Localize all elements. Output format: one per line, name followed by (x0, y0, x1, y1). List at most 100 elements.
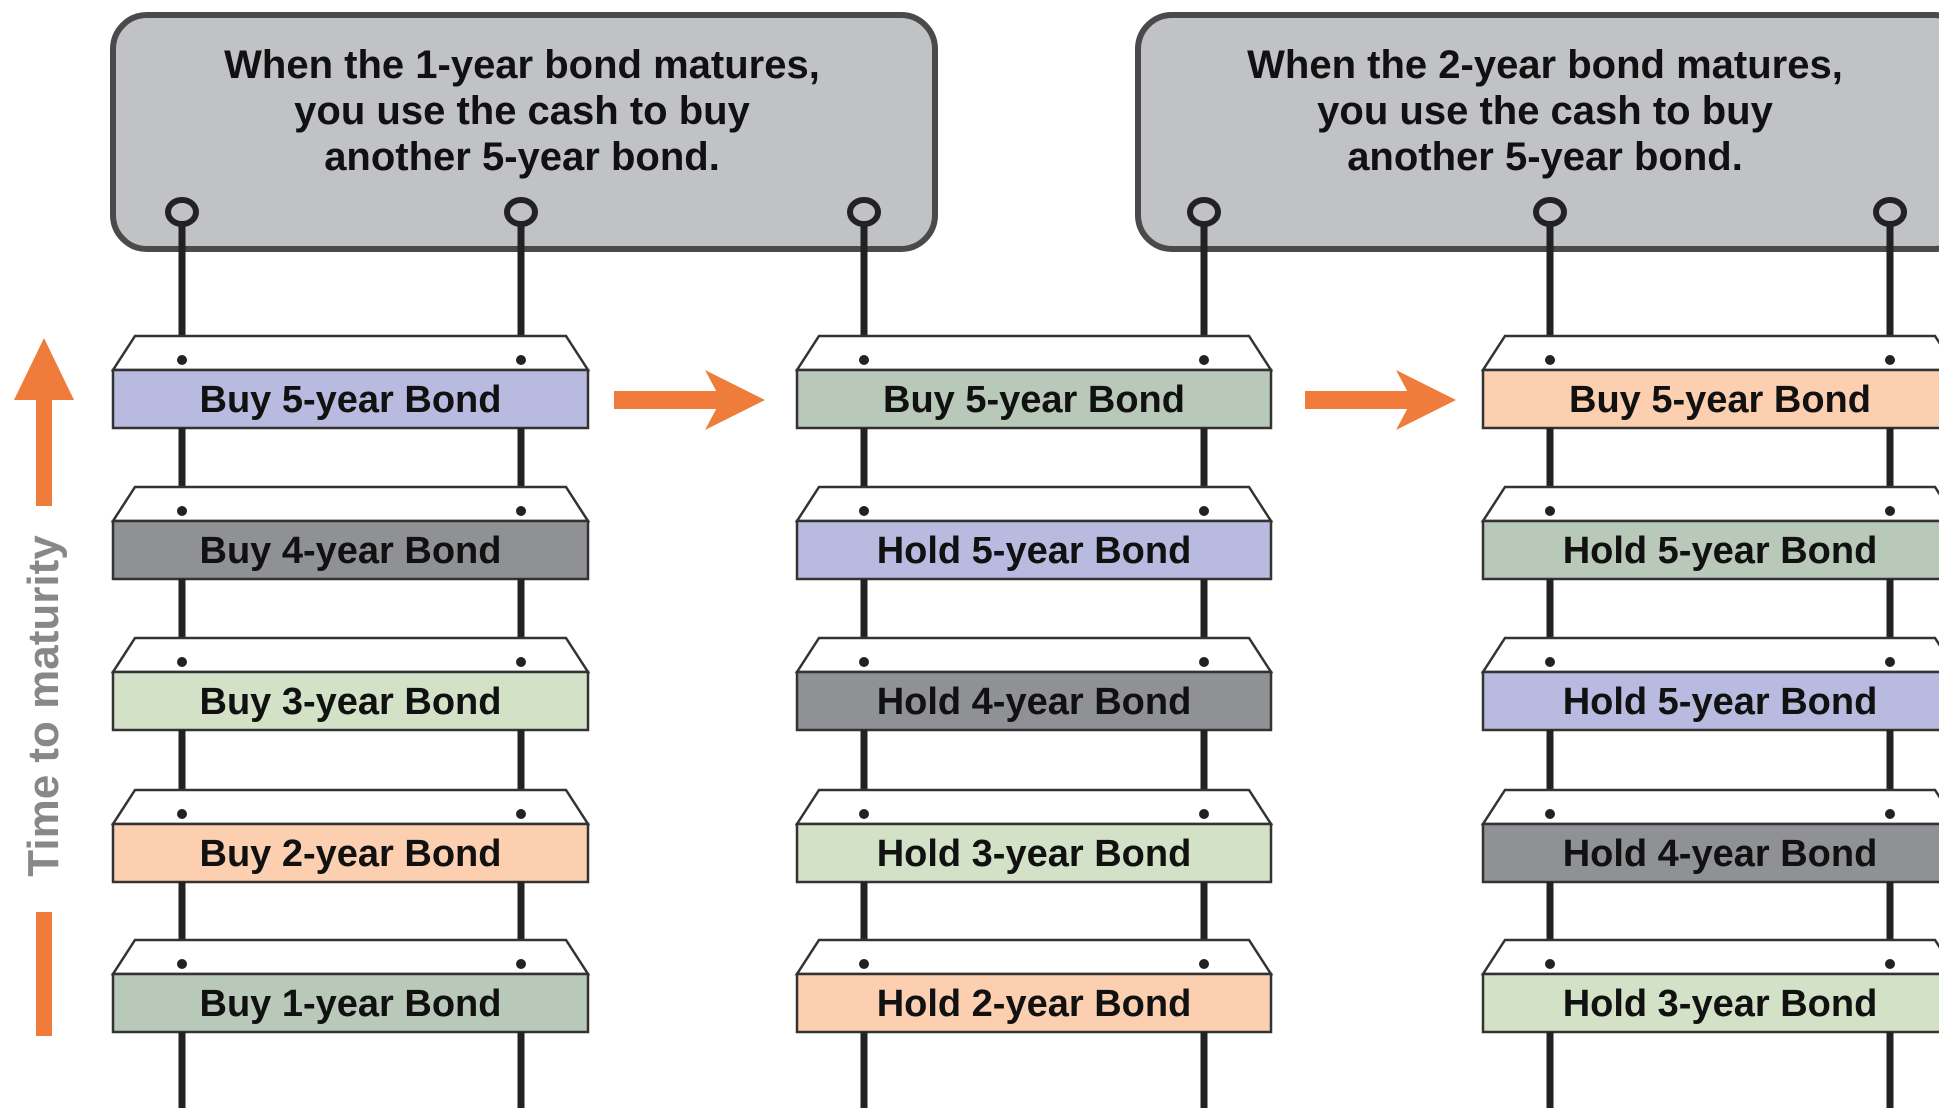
flow-arrow-layer (614, 370, 1456, 430)
bond-shelf: Buy 4-year Bond (110, 485, 591, 591)
rope-knot-icon (847, 197, 881, 227)
shelf-board (1481, 519, 1939, 581)
rope-anchor (859, 506, 869, 516)
shelf-board (1481, 972, 1939, 1034)
rope-anchor (516, 657, 526, 667)
bond-shelf: Buy 5-year Bond (1480, 334, 1939, 440)
shelf-board (795, 972, 1273, 1034)
bond-shelf: Buy 3-year Bond (110, 636, 591, 742)
callout-text-line: another 5-year bond. (1347, 135, 1743, 179)
rope-knot-icon (1873, 197, 1907, 227)
rope-anchor (1885, 657, 1895, 667)
bond-label: Hold 4-year Bond (877, 681, 1192, 723)
callout-text-line: another 5-year bond. (324, 135, 720, 179)
bond-label: Hold 5-year Bond (877, 530, 1192, 572)
bond-shelf: Hold 3-year Bond (1480, 938, 1939, 1044)
bond-shelf: Buy 2-year Bond (110, 788, 591, 894)
shelf-board (111, 670, 590, 732)
bond-label: Hold 2-year Bond (877, 983, 1192, 1025)
bond-shelf: Hold 5-year Bond (1480, 485, 1939, 591)
bond-label: Buy 3-year Bond (200, 681, 502, 723)
rope-anchor (1545, 506, 1555, 516)
shelf-board (795, 519, 1273, 581)
shelf-board (111, 519, 590, 581)
shelf-top (794, 938, 1274, 976)
shelf-top (794, 485, 1274, 523)
rope-anchor (859, 809, 869, 819)
bond-shelf: Hold 2-year Bond (794, 938, 1274, 1044)
shelf-top (110, 334, 591, 372)
bond-shelf: Hold 5-year Bond (1480, 636, 1939, 742)
shelf-board (1481, 822, 1939, 884)
rope-anchor (859, 959, 869, 969)
axis-bar (36, 912, 52, 1036)
callout-box-2: When the 2-year bond matures,you use the… (1135, 12, 1939, 252)
rope-anchor (1545, 355, 1555, 365)
rope-anchor (177, 809, 187, 819)
bond-shelf: Hold 5-year Bond (794, 485, 1274, 591)
bond-label: Hold 3-year Bond (877, 833, 1192, 875)
bond-label: Buy 5-year Bond (883, 379, 1185, 421)
bond-label: Buy 4-year Bond (200, 530, 502, 572)
shelf-top (110, 485, 591, 523)
shelf-top (1480, 636, 1939, 674)
flow-arrow-head (705, 370, 765, 430)
shelf-top (794, 636, 1274, 674)
rope-anchor (1545, 959, 1555, 969)
bond-label: Hold 5-year Bond (1563, 681, 1878, 723)
shelf-board (111, 972, 590, 1034)
shelf-board (795, 368, 1273, 430)
callout-text-line: you use the cash to buy (1317, 89, 1773, 133)
callout-text-line: When the 1-year bond matures, (224, 43, 820, 87)
flow-arrow-icon (1305, 370, 1456, 430)
bond-label: Hold 4-year Bond (1563, 833, 1878, 875)
flow-arrow-icon (614, 370, 765, 430)
shelf-top (1480, 334, 1939, 372)
bond-shelf: Buy 5-year Bond (110, 334, 591, 440)
rope-anchor (1199, 657, 1209, 667)
rope-anchor (1885, 355, 1895, 365)
shelf-top (794, 334, 1274, 372)
shelf-board (111, 822, 590, 884)
bond-label: Buy 2-year Bond (200, 833, 502, 875)
callout-layer: When the 1-year bond matures,you use the… (110, 12, 1939, 252)
rope-anchor (1885, 506, 1895, 516)
rope-anchor (1545, 809, 1555, 819)
flow-arrow-shaft (1305, 391, 1412, 409)
callout-box-1: When the 1-year bond matures,you use the… (110, 12, 938, 252)
bond-shelf: Hold 4-year Bond (794, 636, 1274, 742)
shelf-top (110, 788, 591, 826)
bond-label: Buy 5-year Bond (1569, 379, 1871, 421)
shelf-board (1481, 670, 1939, 732)
rope-knot-icon (165, 197, 199, 227)
callout-text-line: When the 2-year bond matures, (1247, 43, 1843, 87)
up-arrow-icon (14, 338, 74, 400)
rope-anchor (1545, 657, 1555, 667)
rope-anchor (516, 506, 526, 516)
shelf-top (110, 636, 591, 674)
shelf-board (795, 822, 1273, 884)
axis-arrow-shaft (36, 400, 52, 506)
rope-knot-icon (504, 197, 538, 227)
rope-anchor (177, 506, 187, 516)
rope-anchor (859, 355, 869, 365)
rope-knot-icon (1187, 197, 1221, 227)
rope-anchor (1199, 355, 1209, 365)
rope-anchor (1199, 959, 1209, 969)
rope-anchor (516, 355, 526, 365)
bond-shelf: Hold 3-year Bond (794, 788, 1274, 894)
bond-shelf: Buy 5-year Bond (794, 334, 1274, 440)
rope-anchor (177, 657, 187, 667)
flow-arrow-head (1396, 370, 1456, 430)
bond-shelf: Hold 4-year Bond (1480, 788, 1939, 894)
rope-anchor (177, 959, 187, 969)
flow-arrow-shaft (614, 391, 721, 409)
callout-text-line: you use the cash to buy (294, 89, 750, 133)
shelf-top (1480, 788, 1939, 826)
shelf-top (794, 788, 1274, 826)
shelf-board (1481, 368, 1939, 430)
